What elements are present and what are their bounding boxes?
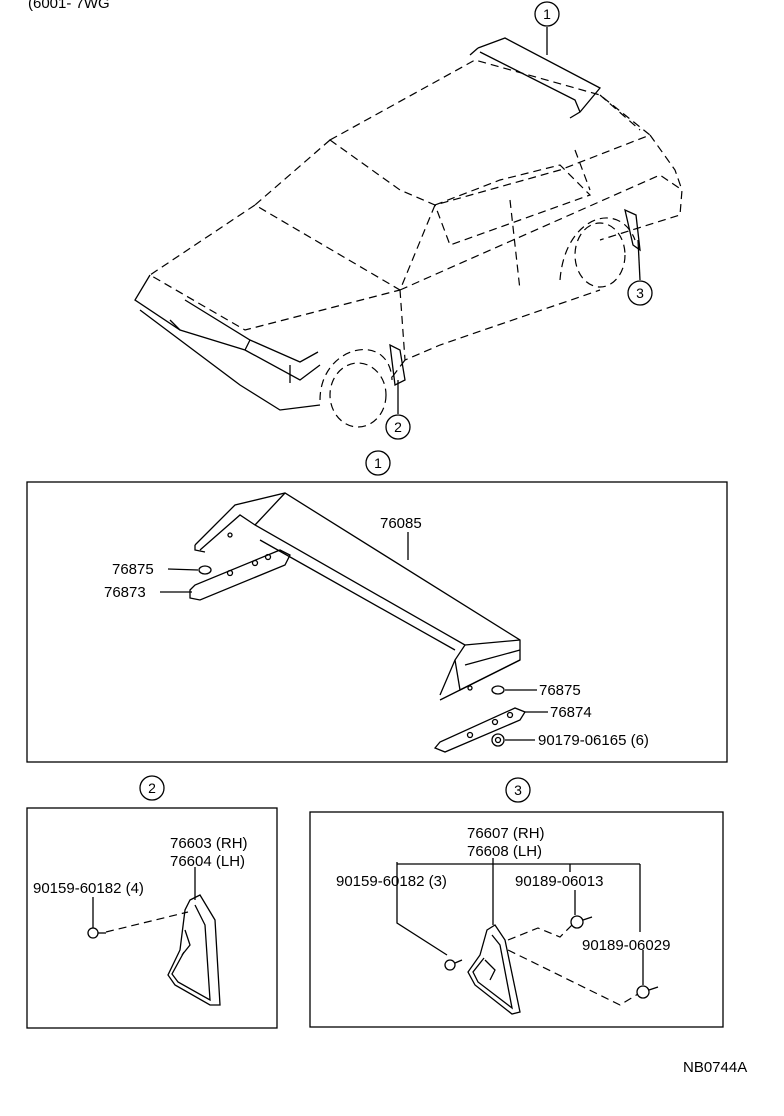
leader-90159-rear — [396, 870, 448, 956]
svg-text:3: 3 — [636, 285, 644, 301]
screw-rear — [444, 959, 463, 971]
rear-spoiler — [194, 492, 521, 701]
clip-90189-06013 — [570, 915, 593, 929]
label-76603: 76603 (RH) — [170, 835, 248, 852]
mudguard-front — [167, 894, 221, 1006]
clip-90189-06029 — [636, 985, 659, 999]
section-2-frame — [26, 807, 278, 1029]
spacer-rh — [491, 685, 505, 695]
figure-code: NB0744A — [683, 1059, 747, 1076]
label-76874: 76874 — [550, 704, 592, 721]
dash-clip-a — [507, 924, 573, 941]
bracket-76873 — [189, 549, 291, 601]
nut-90179 — [491, 733, 505, 747]
svg-text:1: 1 — [374, 455, 382, 471]
leader-screw-front-path — [105, 911, 189, 933]
label-76875-lh: 76875 — [112, 561, 154, 578]
label-76875-rh: 76875 — [539, 682, 581, 699]
svg-text:2: 2 — [394, 419, 402, 435]
svg-text:1: 1 — [543, 6, 551, 22]
label-90159-front: 90159-60182 (4) — [33, 880, 144, 897]
section-1-frame — [26, 481, 728, 763]
car-illustration — [134, 37, 683, 428]
screw-front — [87, 927, 106, 939]
label-76604: 76604 (LH) — [170, 853, 245, 870]
label-76608: 76608 (LH) — [467, 843, 542, 860]
section-1-number: 1 — [365, 450, 391, 476]
section-2-number: 2 — [139, 775, 165, 801]
spacer-lh — [198, 565, 212, 575]
leader-76875-lh — [167, 568, 199, 571]
callout-2-top: 2 — [385, 380, 411, 440]
dash-clip-b — [507, 949, 639, 1006]
label-90189-06013: 90189-06013 — [515, 873, 603, 890]
mudguard-rear — [467, 924, 521, 1015]
label-76607: 76607 (RH) — [467, 825, 545, 842]
callout-3-top: 3 — [627, 239, 653, 306]
label-90159-rear: 90159-60182 (3) — [336, 873, 447, 890]
label-76873: 76873 — [104, 584, 146, 601]
header-fragment: (6001- 7WG — [28, 0, 110, 12]
svg-text:3: 3 — [514, 782, 522, 798]
label-90189-06029: 90189-06029 — [582, 937, 670, 954]
section-3-number: 3 — [505, 777, 531, 803]
callout-1-top: 1 — [534, 1, 560, 55]
svg-text:2: 2 — [148, 780, 156, 796]
bracket-76874 — [433, 707, 526, 753]
label-90179: 90179-06165 (6) — [538, 732, 649, 749]
section-3-frame — [309, 811, 724, 1028]
label-76085: 76085 — [380, 515, 422, 532]
